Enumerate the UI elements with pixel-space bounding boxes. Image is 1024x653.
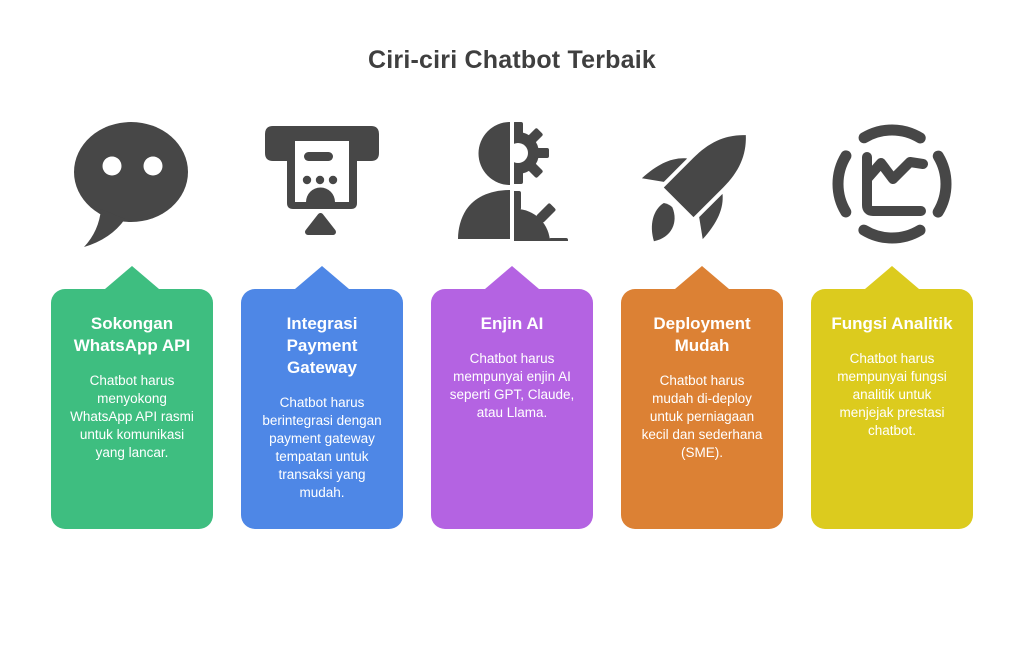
card-body: Chatbot harus mempunyai fungsi analitik … <box>837 351 947 438</box>
feature-card-payment: Integrasi Payment Gateway Chatbot harus … <box>241 289 403 529</box>
page-title: Ciri-ciri Chatbot Terbaik <box>368 46 656 74</box>
card-pointer-arrow <box>865 266 919 289</box>
feature-card-ai-engine: Enjin AI Chatbot harus mempunyai enjin A… <box>431 289 593 529</box>
feature-column-deployment: Deployment Mudah Chatbot harus mudah di-… <box>621 119 783 529</box>
feature-columns: Sokongan WhatsApp API Chatbot harus meny… <box>0 119 1024 529</box>
chat-bubble-icon <box>67 119 197 249</box>
payment-terminal-icon <box>257 119 387 249</box>
card-pointer-arrow <box>295 266 349 289</box>
feature-card-analytics: Fungsi Analitik Chatbot harus mempunyai … <box>811 289 973 529</box>
card-title: Integrasi Payment Gateway <box>286 314 358 378</box>
card-body: Chatbot harus mudah di-deploy untuk pern… <box>641 373 763 460</box>
card-pointer-arrow <box>105 266 159 289</box>
card-pointer-arrow <box>675 266 729 289</box>
card-title: Deployment Mudah <box>653 314 751 356</box>
feature-column-payment: Integrasi Payment Gateway Chatbot harus … <box>241 119 403 529</box>
card-title: Enjin AI <box>480 314 544 333</box>
card-body: Chatbot harus berintegrasi dengan paymen… <box>262 395 382 501</box>
rocket-icon <box>637 119 767 249</box>
card-title: Fungsi Analitik <box>831 314 953 333</box>
card-body: Chatbot harus menyokong WhatsApp API ras… <box>70 373 194 460</box>
card-title: Sokongan WhatsApp API <box>73 314 191 356</box>
feature-card-deployment: Deployment Mudah Chatbot harus mudah di-… <box>621 289 783 529</box>
card-body: Chatbot harus mempunyai enjin AI seperti… <box>449 351 575 420</box>
analytics-chart-icon <box>827 119 957 249</box>
feature-column-whatsapp: Sokongan WhatsApp API Chatbot harus meny… <box>51 119 213 529</box>
card-pointer-arrow <box>485 266 539 289</box>
feature-column-analytics: Fungsi Analitik Chatbot harus mempunyai … <box>811 119 973 529</box>
person-gear-icon <box>447 119 577 249</box>
feature-column-ai-engine: Enjin AI Chatbot harus mempunyai enjin A… <box>431 119 593 529</box>
feature-card-whatsapp: Sokongan WhatsApp API Chatbot harus meny… <box>51 289 213 529</box>
